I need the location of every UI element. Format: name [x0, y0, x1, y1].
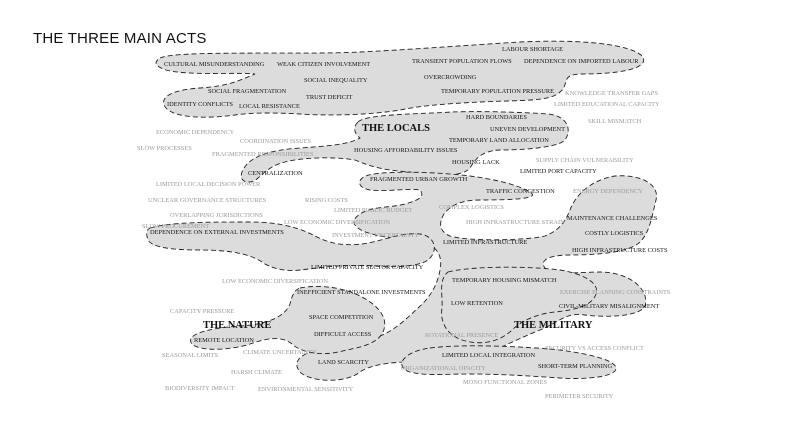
issue-label: DEPENDENCE ON EXTERNAL INVESTMENTS	[150, 229, 284, 236]
issue-label: HIGH INFRASTRUCTURE STRAIN	[466, 219, 565, 226]
issue-label: RISING COSTS	[305, 197, 348, 204]
issue-label: SUPPLY CHAIN VULNERABILITY	[536, 157, 634, 164]
issue-label: LOW RETENTION	[451, 300, 503, 307]
issue-label: LOW ECONOMIC DIVERSIFICATION	[222, 278, 328, 285]
issue-label: SLOW PROCESSES	[137, 145, 192, 152]
issue-label: ENERGY DEPENDENCY	[573, 188, 643, 195]
issue-label: SKILL MISMATCH	[588, 118, 642, 125]
issue-label: MAINTENANCE CHALLENGES	[567, 215, 658, 222]
issue-label: SLOW PROCUREMENT	[142, 223, 209, 230]
dark-labels: LABOUR SHORTAGE CULTURAL MISUNDERSTANDIN…	[150, 46, 668, 370]
issue-label: TEMPORARY POPULATION PRESSURE	[441, 88, 554, 95]
issue-label: CLIMATE UNCERTAINTY	[243, 349, 317, 356]
issue-label: TEMPORARY HOUSING MISMATCH	[452, 277, 557, 284]
issue-label: SEASONAL LIMITS	[162, 352, 218, 359]
issue-label: TRAFFIC CONGESTION	[486, 188, 555, 195]
grey-labels: KNOWLEDGE TRANSFER GAPS LIMITED EDUCATIO…	[137, 90, 671, 400]
issue-label: ROTATIONAL PRESENCE	[425, 332, 498, 339]
issue-label: SOCIAL INEQUALITY	[304, 77, 368, 84]
issue-label: SPACE COMPETITION	[309, 314, 374, 321]
issue-label: SECURITY VS ACCESS CONFLICT	[545, 345, 644, 352]
issue-label: INVESTMENT UNCERTAINTY	[332, 232, 419, 239]
act-heading-military: THE MILITARY	[514, 320, 593, 331]
issue-label: COSTLY LOGISTICS	[585, 230, 644, 237]
issue-label: HARD BOUNDARIES	[466, 114, 527, 121]
issue-label: PERIMETER SECURITY	[545, 393, 614, 400]
issue-label: LIMITED PUBLIC BUDGET	[334, 207, 412, 214]
issue-label: EXERCISE PLANNING CONSTRAINTS	[560, 289, 671, 296]
issue-label: FRAGMENTED RESPONSIBILITIES	[212, 151, 314, 158]
issue-label: CIVIL-MILITARY MISALIGNMENT	[559, 303, 659, 310]
issue-label: BIODIVERSITY IMPACT	[165, 385, 235, 392]
blob-top-band	[155, 40, 645, 118]
issue-label: HIGH INFRASTRUCTURE COSTS	[572, 247, 668, 254]
issue-label: LIMITED LOCAL INTEGRATION	[442, 352, 536, 359]
issue-label: LIMITED PORT CAPACITY	[520, 168, 597, 175]
blob-west	[146, 221, 435, 271]
issue-label: LAND SCARCITY	[318, 359, 369, 366]
issue-label: LABOUR SHORTAGE	[502, 46, 563, 53]
issue-label: UNCLEAR GOVERNANCE STRUCTURES	[148, 197, 267, 204]
act-headings: THE LOCALS THE NATURE THE MILITARY	[203, 123, 593, 331]
issue-network-blob	[146, 40, 657, 381]
issue-label: LIMITED PRIVATE SECTOR CAPACITY	[311, 264, 424, 271]
issue-label: HARSH CLIMATE	[231, 369, 282, 376]
issue-label: CULTURAL MISUNDERSTANDING	[164, 61, 265, 68]
issue-label: DIFFICULT ACCESS	[314, 331, 372, 338]
blob-nature	[190, 285, 386, 355]
issue-label: LIMITED INFRASTRUCTURE	[443, 239, 527, 246]
issue-label: CENTRALIZATION	[248, 170, 303, 177]
issue-label: REMOTE LOCATION	[194, 337, 254, 344]
issue-label: INEFFICIENT STANDALONE INVESTMENTS	[297, 289, 426, 296]
issue-label: ORGANIZATIONAL OPACITY	[401, 365, 486, 372]
blob-locals-center	[240, 111, 569, 183]
issue-label: COORDINATION ISSUES	[240, 138, 312, 145]
blob-south	[401, 345, 617, 379]
issue-label: TEMPORARY LAND ALLOCATION	[449, 137, 549, 144]
blob-military	[441, 266, 598, 344]
issue-label: TRANSIENT POPULATION FLOWS	[412, 58, 512, 65]
issue-label: DEPENDENCE ON IMPORTED LABOUR	[524, 58, 639, 65]
issue-label: UNEVEN DEVELOPMENT	[490, 126, 565, 133]
issue-label: LOW ECONOMIC DIVERSIFICATION	[284, 219, 390, 226]
page-title: THE THREE MAIN ACTS	[33, 30, 207, 47]
issue-label: HOUSING AFFORDABILITY ISSUES	[354, 147, 458, 154]
issue-label: KNOWLEDGE TRANSFER GAPS	[565, 90, 658, 97]
issue-label: WEAK CITIZEN INVOLVEMENT	[277, 61, 370, 68]
issue-label: LIMITED EDUCATIONAL CAPACITY	[554, 101, 660, 108]
issue-label: MONO FUNCTIONAL ZONES	[463, 379, 547, 386]
issue-label: FRAGMENTED URBAN GROWTH	[370, 176, 468, 183]
issue-label: OVERCROWDING	[424, 74, 477, 81]
issue-label: LIMITED LOCAL DECISION POWER	[156, 181, 261, 188]
issue-label: HOUSING LACK	[452, 159, 500, 166]
issue-label: OVERLAPPING JURISDICTIONS	[170, 212, 263, 219]
issue-label: COMPLEX LOGISTICS	[439, 204, 504, 211]
issue-label: IDENTITY CONFLICTS	[167, 101, 233, 108]
issue-label: ECONOMIC DEPENDENCY	[156, 129, 235, 136]
act-heading-nature: THE NATURE	[203, 320, 271, 331]
issue-label: ENVIRONMENTAL SENSITIVITY	[258, 386, 354, 393]
issue-label: CAPACITY PRESSURE	[170, 308, 234, 315]
issue-label: LOCAL RESISTANCE	[239, 103, 300, 110]
issue-label: SOCIAL FRAGMENTATION	[208, 88, 287, 95]
issue-label: SHORT-TERM PLANNING	[538, 363, 613, 370]
act-heading-locals: THE LOCALS	[362, 123, 430, 134]
issue-label: TRUST DEFICIT	[306, 94, 352, 101]
